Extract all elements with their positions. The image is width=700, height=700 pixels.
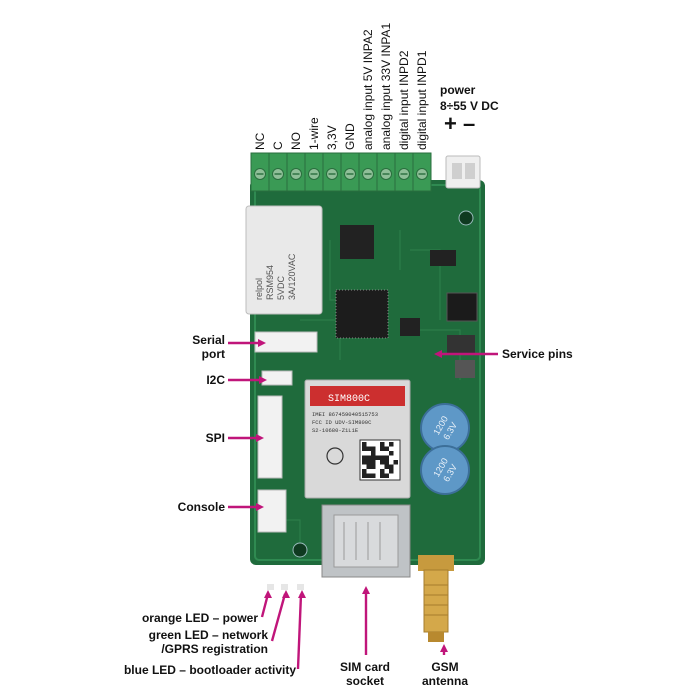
mount-hole — [292, 542, 308, 558]
green-led-leader — [270, 593, 287, 642]
terminal-label-7: analog input 5V INPA2 — [361, 29, 375, 150]
blue-led — [297, 584, 304, 590]
relay-text-line: relpol — [254, 278, 264, 300]
leader-arrow-10 — [440, 644, 448, 652]
orange-led — [267, 584, 274, 590]
leader-arrow-9 — [362, 586, 370, 594]
qr-pattern — [362, 442, 398, 478]
leader-arrow-5 — [434, 350, 442, 358]
main-mcu — [335, 289, 389, 339]
blue-led-label: blue LED – bootloader activity — [123, 663, 296, 677]
relay-text-line: 3A/120VAC — [287, 253, 297, 300]
component — [430, 250, 456, 266]
leader-lines — [228, 339, 498, 670]
service-pins-label: Service pins — [502, 347, 573, 361]
terminal-label-1: NC — [253, 132, 267, 150]
leds — [267, 584, 304, 590]
relay-text-line: 5VDC — [276, 275, 286, 300]
terminal-5 — [322, 152, 342, 192]
terminal-8 — [376, 152, 396, 192]
serial-port-label-1: Serial — [192, 333, 225, 347]
module-text-line: FCC ID UDV-SIM800C — [312, 419, 372, 426]
serial-port-label-2: port — [201, 347, 225, 361]
console-connector — [257, 489, 287, 533]
terminal-9 — [394, 152, 414, 192]
module-model: SIM800C — [328, 394, 370, 405]
terminal-label-6: GND — [343, 123, 357, 150]
mount-hole — [458, 210, 474, 226]
chip — [400, 318, 420, 336]
power-connector — [445, 155, 481, 189]
terminal-label-10: digital input INPD1 — [415, 50, 429, 150]
orange-led-label: orange LED – power — [141, 611, 258, 625]
terminal-label-9: digital input INPD2 — [397, 50, 411, 150]
gsm-antenna-label-1: GSM — [431, 660, 459, 674]
terminal-label-8: analog input 33V INPA1 — [379, 22, 393, 150]
terminal-10 — [412, 152, 432, 192]
screw-terminals — [250, 152, 432, 192]
terminal-2 — [268, 152, 288, 192]
power-title: power — [440, 83, 476, 97]
module-brand-strip — [310, 386, 405, 406]
leader-arrow-8 — [298, 590, 306, 598]
terminal-6 — [340, 152, 360, 192]
green-led — [281, 584, 288, 590]
component — [447, 335, 475, 353]
sim-socket-label-1: SIM card — [339, 660, 390, 674]
i2c-connector — [261, 370, 293, 386]
relay-body — [245, 205, 323, 315]
terminal-4 — [304, 152, 324, 192]
leader-arrow-1 — [258, 339, 266, 347]
gsm-antenna-connector — [418, 555, 454, 642]
terminal-label-4: 1-wire — [307, 117, 321, 150]
green-led-label-1: green LED – network — [148, 628, 268, 642]
inductor — [446, 292, 478, 322]
green-led-label-2: /GPRS registration — [161, 642, 268, 656]
power-polarity: + – — [444, 111, 476, 136]
module-text-line: S2-10680-Z1L1E — [312, 427, 359, 434]
i2c-label: I2C — [206, 373, 225, 387]
module-text-line: IMEI 867459040515753 — [312, 411, 378, 418]
terminal-1 — [250, 152, 270, 192]
leader-arrow-3 — [256, 434, 264, 442]
blue-led-leader — [296, 593, 303, 670]
serial-port-connector — [254, 331, 318, 353]
terminal-label-5: 3,3V — [325, 125, 339, 150]
leader-arrow-6 — [264, 590, 272, 598]
chip — [340, 225, 374, 259]
relay-text-line: RSM954 — [265, 265, 275, 300]
terminal-label-3: NO — [289, 132, 303, 150]
leader-arrow-7 — [282, 590, 290, 598]
terminal-3 — [286, 152, 306, 192]
leader-arrow-4 — [256, 503, 264, 511]
terminal-7 — [358, 152, 378, 192]
gsm-antenna-label-2: antenna — [421, 674, 468, 688]
chips — [335, 225, 478, 378]
ce-mark — [326, 447, 344, 465]
console-label: Console — [177, 500, 225, 514]
power-range: 8÷55 V DC — [440, 99, 499, 113]
leader-arrow-2 — [259, 376, 267, 384]
terminal-label-2: C — [271, 141, 285, 150]
component — [455, 360, 475, 378]
sim-socket — [321, 504, 411, 578]
sim-socket-label-2: socket — [345, 674, 385, 688]
spi-label: SPI — [205, 431, 225, 445]
